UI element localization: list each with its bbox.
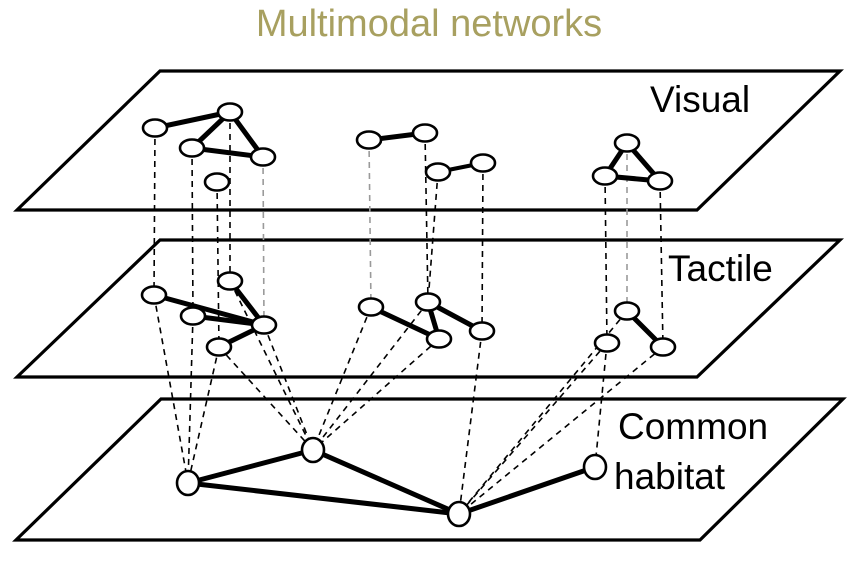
visual-node-V6 (355, 130, 383, 150)
visual-node-V11 (591, 166, 619, 186)
visual-node-V9 (469, 153, 497, 173)
interlayer-link-V6-T6 (368, 139, 372, 308)
interlayer-link-T10-C4 (594, 342, 608, 468)
tactile-node-T9 (468, 321, 496, 341)
interlayer-link-T7-C2 (312, 301, 429, 451)
interlayer-link-V1-T1 (153, 127, 156, 296)
tactile-edge-T1-T4 (151, 292, 267, 328)
visual-node-V12 (646, 171, 674, 191)
tactile-node-T11 (613, 301, 641, 321)
interlayer-link-T10-C3 (458, 342, 608, 515)
tactile-node-T7 (414, 292, 442, 312)
interlayer-link-T6-C2 (312, 306, 372, 451)
tactile-edge-T6-T8 (368, 304, 442, 342)
visual-node-V4 (249, 147, 277, 167)
visual-node-V8 (424, 162, 452, 182)
interlayer-link-T5-C1 (187, 346, 220, 484)
tactile-node-T12 (649, 337, 677, 357)
common-node-C2 (300, 436, 326, 464)
network-nodes (140, 102, 677, 528)
interlayer-link-T4-C2 (263, 324, 314, 451)
interlayer-link-T3-C2 (229, 280, 314, 451)
tactile-node-T10 (593, 333, 621, 353)
interlayer-link-V11-T10 (604, 175, 608, 344)
common-edge-C1-C3 (185, 480, 462, 517)
tactile-node-T5 (205, 337, 233, 357)
common-edge-C2-C3 (310, 447, 462, 517)
tactile-node-T1 (140, 285, 168, 305)
tactile-node-T4 (250, 315, 278, 335)
visual-node-V1 (141, 118, 169, 138)
interlayer-link-T5-C2 (218, 346, 314, 451)
common-edge-C1-C2 (185, 447, 316, 486)
tactile-node-T3 (216, 271, 244, 291)
layer-label-visual: Visual (650, 79, 750, 120)
common-edge-C3-C4 (456, 464, 598, 517)
layer-label-tactile: Tactile (668, 248, 773, 289)
visual-node-V5 (203, 172, 231, 192)
tactile-node-T8 (425, 329, 453, 349)
interlayer-link-T8-C2 (312, 338, 440, 451)
common-node-C4 (582, 453, 608, 481)
tactile-node-T2 (179, 306, 207, 326)
layer-label-habitat: habitat (614, 456, 726, 497)
common-node-C1 (175, 469, 201, 497)
interlayer-link-V12-T12 (659, 180, 664, 348)
layer-labels: Visual Tactile Common habitat (614, 79, 773, 497)
visual-node-V3 (178, 138, 206, 158)
common-node-C3 (446, 500, 472, 528)
layer-plane-common (12, 397, 847, 542)
interlayer-link-T9-C3 (458, 330, 483, 515)
tactile-node-T6 (357, 297, 385, 317)
interlayer-link-T1-C1 (153, 294, 189, 484)
visual-node-V2 (216, 102, 244, 122)
interlayer-link-T2-C1 (187, 315, 194, 484)
visual-node-V10 (613, 133, 641, 153)
plane-common-shape (12, 397, 847, 542)
layer-label-common: Common (618, 406, 768, 447)
visual-node-V7 (411, 123, 439, 143)
diagram-title: Multimodal networks (255, 3, 603, 45)
interlayer-links (153, 112, 664, 515)
